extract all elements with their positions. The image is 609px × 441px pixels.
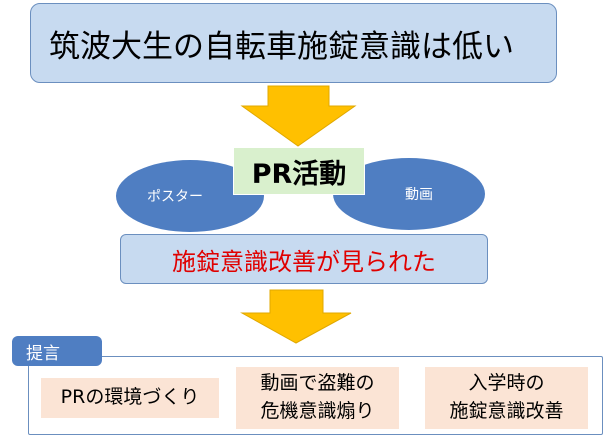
pr-activity-box: PR活動 [233,147,365,195]
proposal-2-line-2: 危機意識煽り [260,400,375,422]
proposals-tab: 提言 [12,336,102,366]
proposals-frame [28,356,603,435]
pr-activity-text: PR活動 [251,158,347,190]
result-text: 施錠意識改善が見られた [172,247,436,276]
proposal-item-1: PRの環境づくり [41,378,219,418]
problem-statement-box: 筑波大生の自転車施錠意識は低い [30,3,557,83]
problem-statement-text: 筑波大生の自転車施錠意識は低い [49,28,514,65]
proposal-3-line-1: 入学時の [468,372,545,395]
video-label: 動画 [405,187,433,203]
proposal-1-line-1: PRの環境づくり [60,386,200,409]
down-arrow-top-shape [240,85,357,147]
proposal-item-3: 入学時の 施錠意識改善 [425,367,588,429]
down-arrow-bottom-shape [240,289,352,344]
proposals-tab-label: 提言 [26,343,60,364]
proposal-item-2: 動画で盗難の 危機意識煽り [236,367,399,429]
proposal-2-line-1: 動画で盗難の [260,372,375,395]
result-box: 施錠意識改善が見られた [120,234,488,284]
proposal-3-line-2: 施錠意識改善 [449,400,564,422]
poster-label: ポスター [147,189,203,205]
